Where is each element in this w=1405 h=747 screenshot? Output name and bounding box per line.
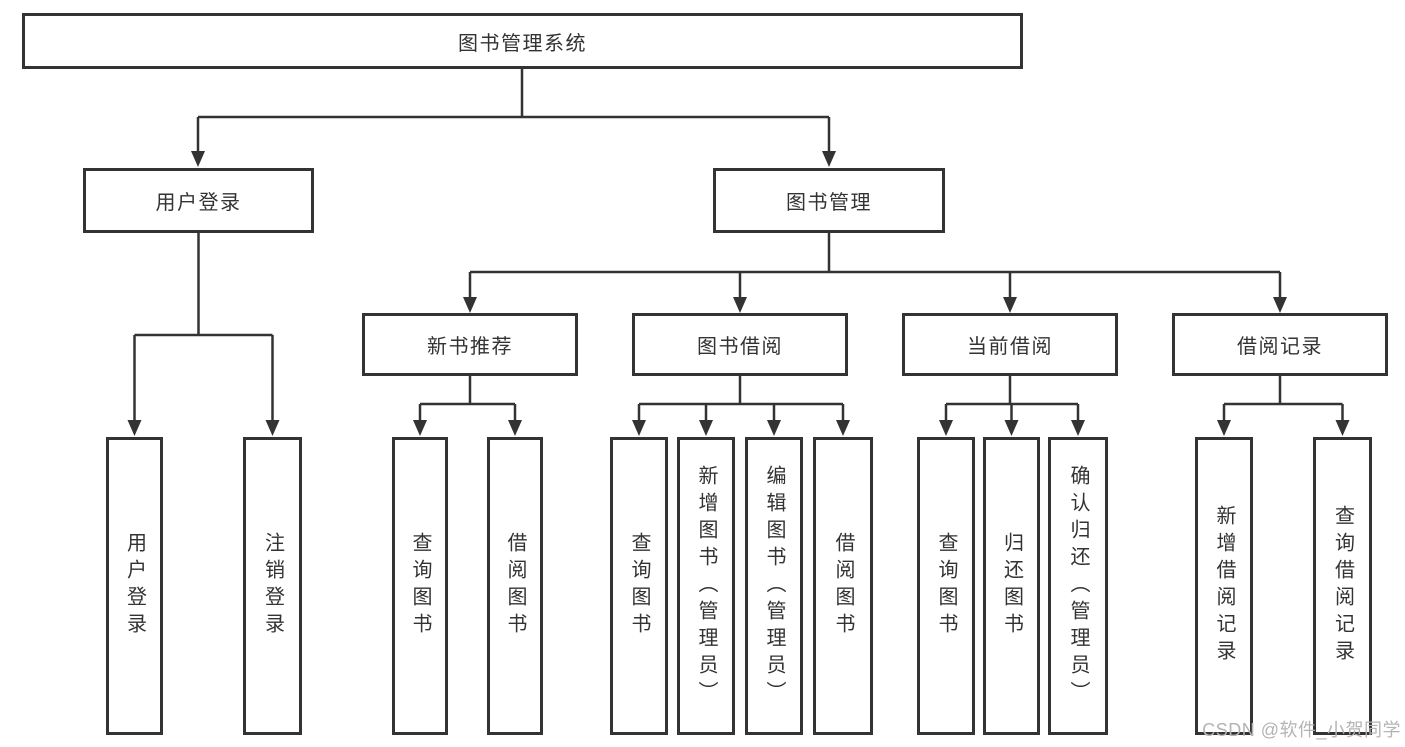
leaf-bb-edit-label: 编辑图书（管理员） [763,464,785,708]
leaf-br-add-label: 新增借阅记录 [1213,505,1235,667]
leaf-cb-confirm: 确认归还（管理员） [1048,437,1108,735]
leaf-bb-edit: 编辑图书（管理员） [745,437,803,735]
node-borrow-records-label: 借阅记录 [1237,336,1323,358]
leaf-nb-query-label: 查询图书 [409,532,431,640]
leaf-bb-borrow: 借阅图书 [813,437,873,735]
leaf-cb-return: 归还图书 [983,437,1040,735]
node-current-borrow-label: 当前借阅 [967,336,1053,358]
edge-borrowrecords-to-leaves [1222,376,1344,421]
leaf-nb-query: 查询图书 [392,437,448,735]
leaf-user-login-label: 用户登录 [123,532,146,640]
node-book-borrow: 图书借阅 [632,313,848,376]
node-book-borrow-label: 图书借阅 [697,336,783,358]
leaf-br-query-label: 查询借阅记录 [1331,505,1354,667]
leaf-bb-query-label: 查询图书 [628,532,650,640]
leaf-cb-query-label: 查询图书 [935,532,957,640]
node-book-mgmt-label: 图书管理 [786,192,872,214]
edge-currentborrow-to-leaves [944,376,1080,421]
leaf-bb-query: 查询图书 [610,437,668,735]
leaf-logout: 注销登录 [243,437,302,735]
leaf-br-add: 新增借阅记录 [1195,437,1253,735]
edge-newbookrec-to-leaves [418,376,517,421]
leaf-user-login: 用户登录 [106,437,163,735]
node-borrow-records: 借阅记录 [1172,313,1388,376]
edge-root-to-level2 [196,69,831,152]
node-new-book-rec: 新书推荐 [362,313,578,376]
node-new-book-rec-label: 新书推荐 [427,336,513,358]
csdn-watermark: CSDN @软件_小贺同学 [1202,720,1401,740]
node-book-mgmt: 图书管理 [713,168,945,233]
node-current-borrow: 当前借阅 [902,313,1118,376]
leaf-nb-borrow-label: 借阅图书 [504,532,526,640]
leaf-bb-add-label: 新增图书（管理员） [695,464,717,708]
node-user-login: 用户登录 [83,168,314,233]
leaf-cb-query: 查询图书 [917,437,975,735]
node-root: 图书管理系统 [22,13,1023,69]
node-root-label: 图书管理系统 [458,32,587,55]
edge-userlogin-to-leaves [133,233,274,421]
leaf-logout-label: 注销登录 [261,532,284,640]
leaf-bb-borrow-label: 借阅图书 [832,532,854,640]
leaf-cb-return-label: 归还图书 [1000,532,1023,640]
node-user-login-label: 用户登录 [155,192,242,214]
edge-bookborrow-to-leaves [637,376,845,421]
leaf-nb-borrow: 借阅图书 [487,437,543,735]
leaf-cb-confirm-label: 确认归还（管理员） [1067,464,1089,708]
edge-bookmgmt-to-level3 [468,233,1282,298]
leaf-br-query: 查询借阅记录 [1313,437,1372,735]
leaf-bb-add: 新增图书（管理员） [677,437,735,735]
